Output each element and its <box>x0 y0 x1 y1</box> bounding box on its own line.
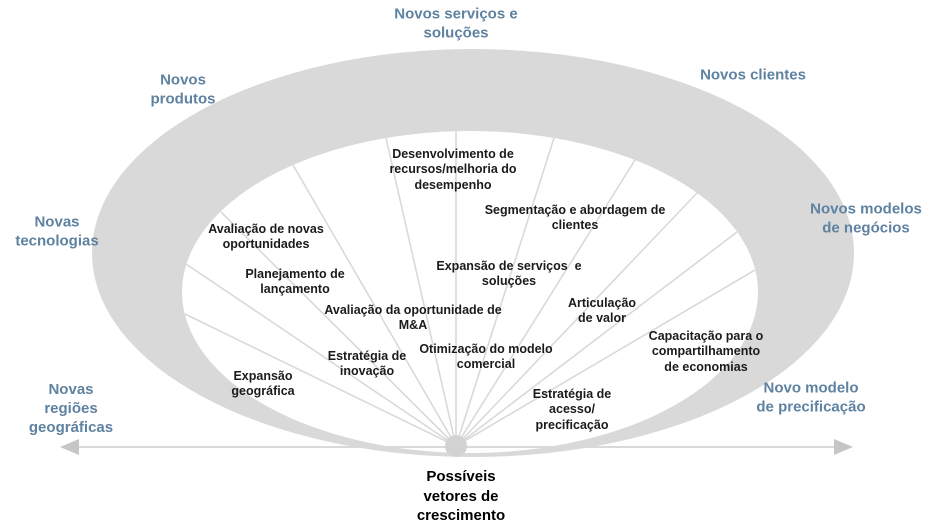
outer-label-novas-tecnologias: Novas tecnologias <box>15 213 99 249</box>
outer-label-novos-produtos: Novos produtos <box>150 71 216 107</box>
spoke-label-planejamento: Planejamento de lançamento <box>245 266 345 296</box>
inner-ellipse-face <box>182 131 758 453</box>
outer-label-novos-modelos: Novos modelos de negócios <box>810 200 922 236</box>
spoke-label-articulacao: Articulação de valor <box>567 295 637 325</box>
spoke-lines <box>184 131 756 447</box>
hub-node <box>445 435 467 457</box>
arrowhead-right-icon <box>834 439 853 455</box>
spoke-label-desenvolvimento: Desenvolvimento de recursos/melhoria do … <box>389 147 517 192</box>
diagram-title: Possíveis vetores de crescimento <box>416 467 506 524</box>
spoke-label-avaliacao-novas: Avaliação de novas oportunidades <box>208 221 324 251</box>
outer-label-novo-modelo-precificacao: Novo modelo de precificação <box>756 379 866 415</box>
outer-label-novos-servicos: Novos serviços e soluções <box>394 5 518 41</box>
spoke-label-capacitacao: Capacitação para o compartilhamento de e… <box>648 329 764 374</box>
spoke-label-otimizacao: Otimização do modelo comercial <box>419 341 553 371</box>
spoke-label-segmentacao: Segmentação e abordagem de clientes <box>484 202 666 232</box>
arrowhead-left-icon <box>60 439 79 455</box>
outer-label-novos-clientes: Novos clientes <box>700 66 806 84</box>
outer-label-novas-regioes: Novas regiões geográficas <box>28 380 114 436</box>
spoke-label-expansao-servicos: Expansão de serviços e soluções <box>436 258 582 288</box>
spoke-label-estrategia-acesso: Estratégia de acesso/ precificação <box>532 387 612 432</box>
spoke-label-expansao-geografica: Expansão geográfica <box>231 368 295 398</box>
spoke-label-avaliacao-ma: Avaliação da oportunidade de M&A <box>324 302 502 332</box>
spoke-label-estrategia-inovacao: Estratégia de inovação <box>327 348 407 378</box>
